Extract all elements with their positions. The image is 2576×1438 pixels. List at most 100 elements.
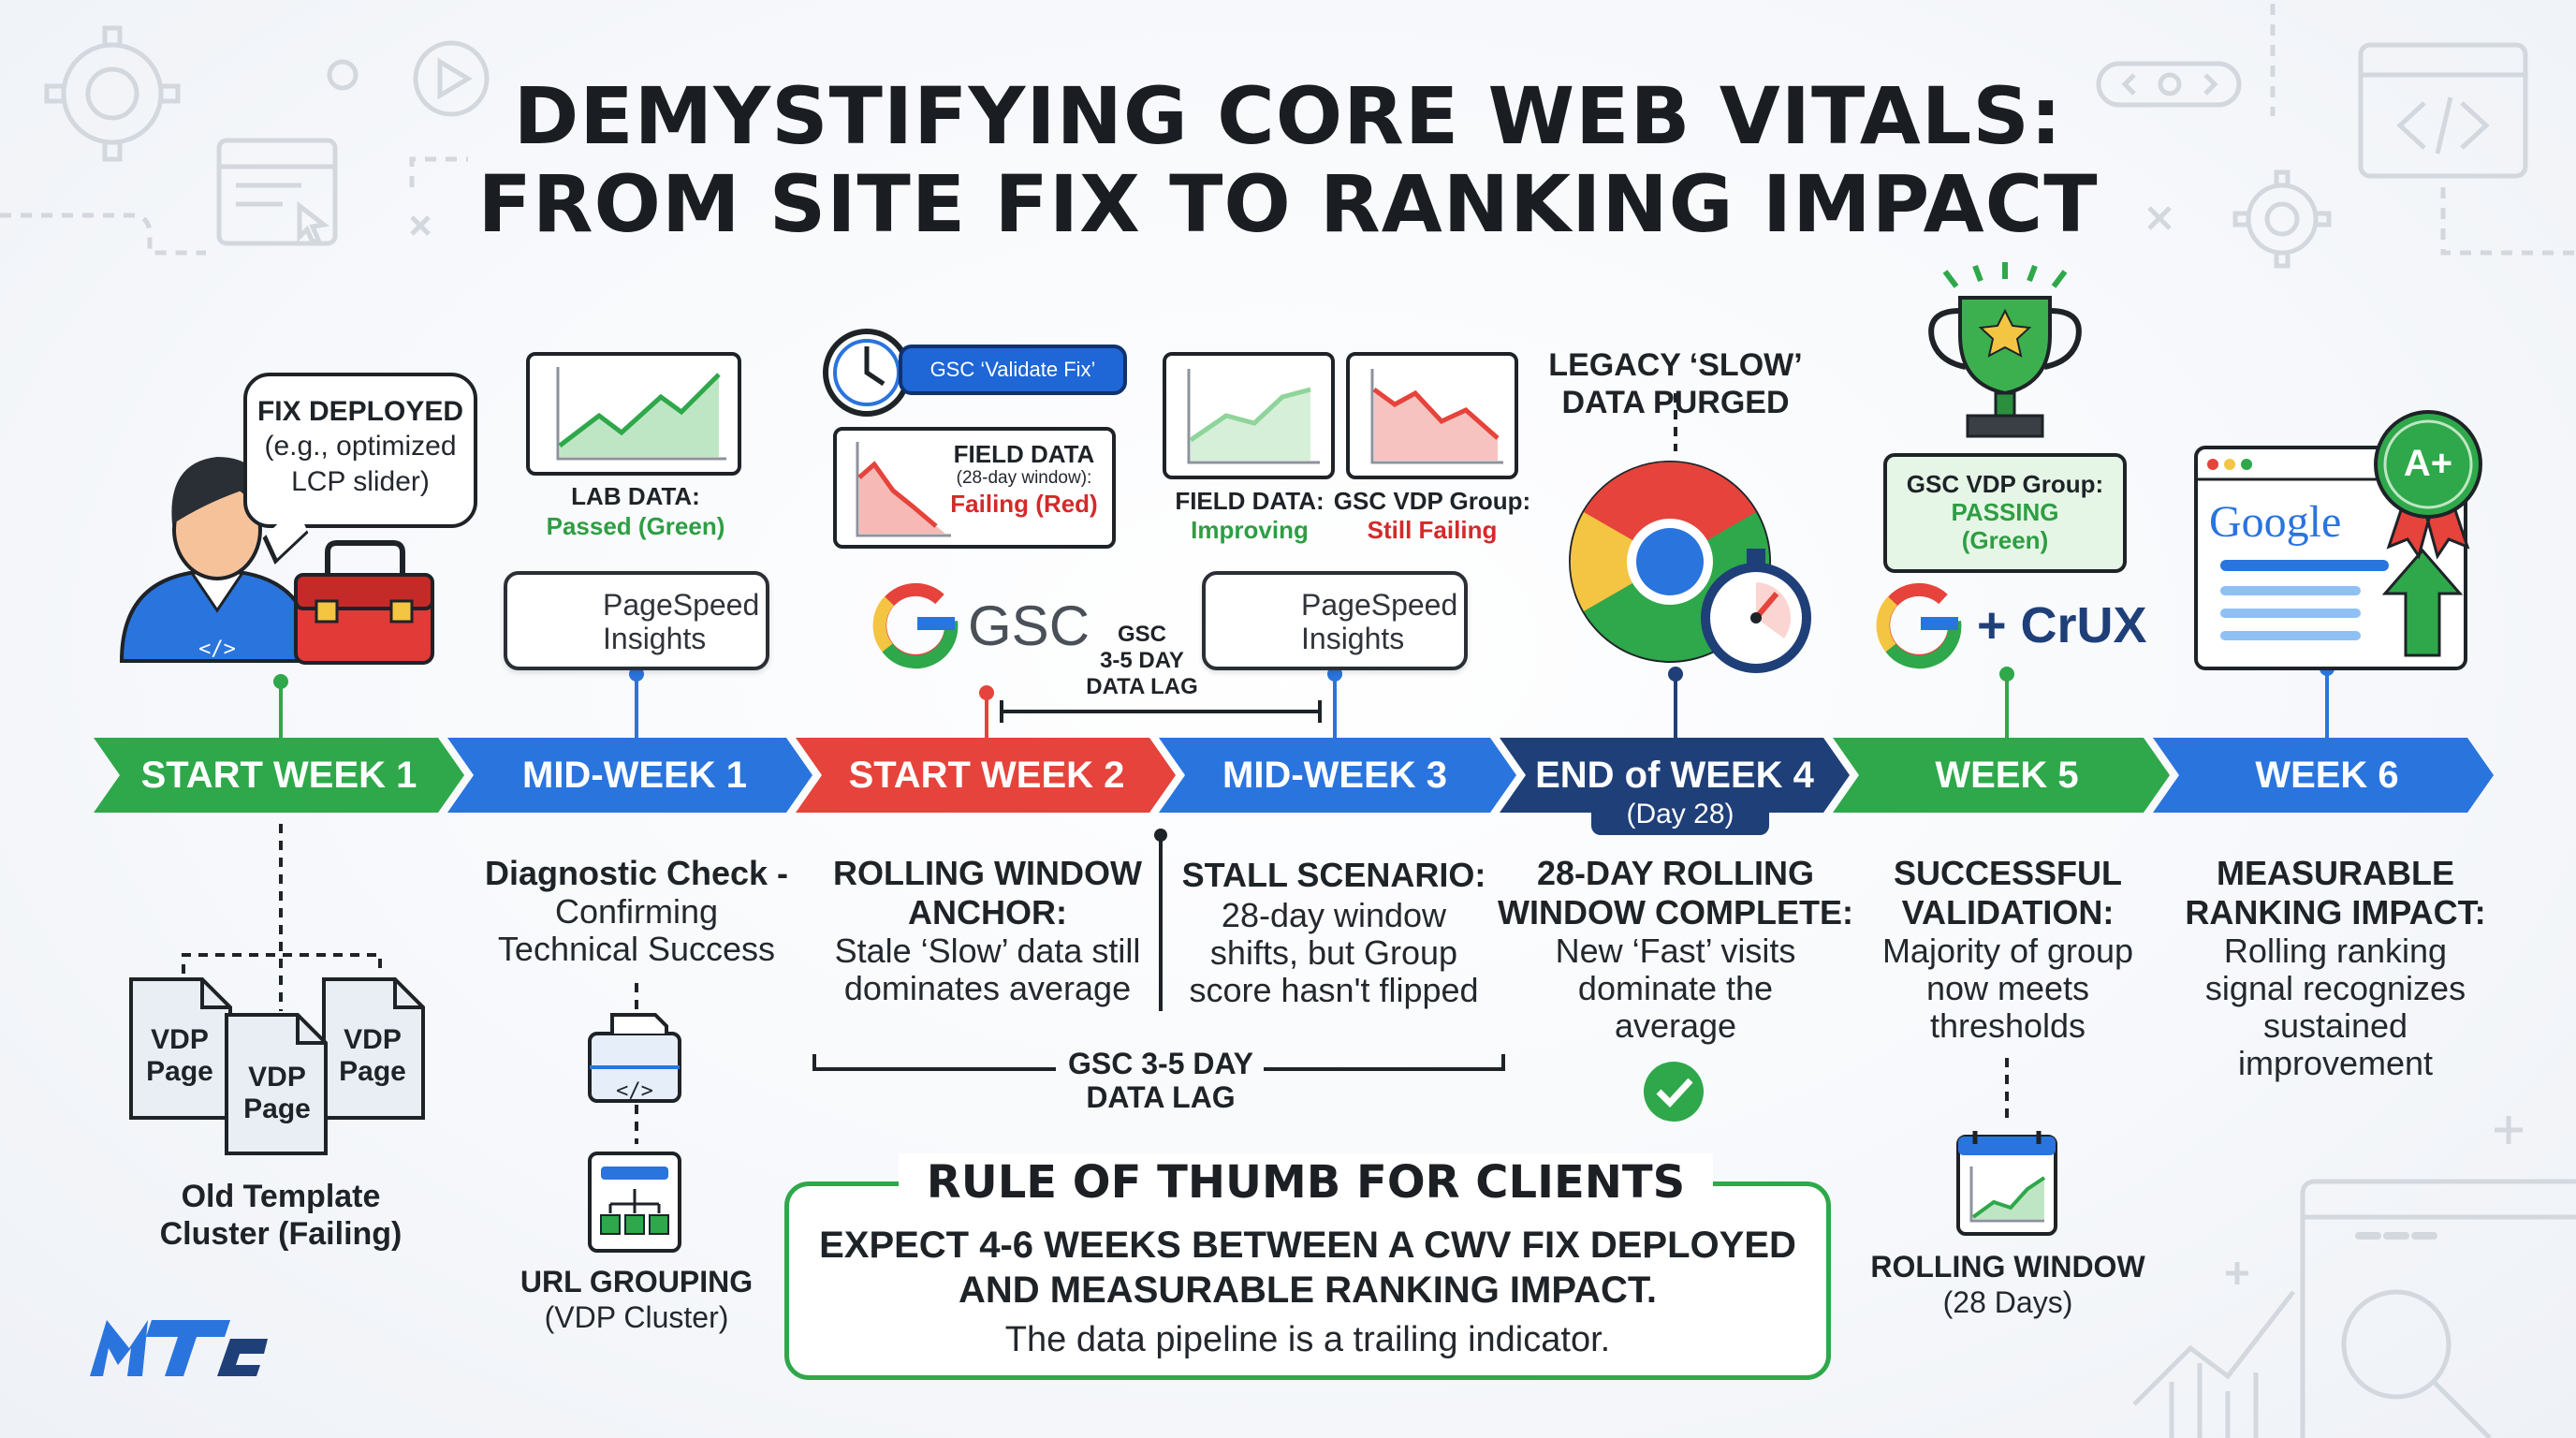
description-line: thresholds xyxy=(1929,1006,2086,1045)
description-week-6: MEASURABLE RANKING IMPACT: Rolling ranki… xyxy=(2172,854,2499,1082)
field-improving-status: Improving xyxy=(1191,516,1309,544)
description-mid-week-1: Diagnostic Check - Confirming Technical … xyxy=(468,854,805,968)
vdp-failing-label: GSC VDP Group: xyxy=(1333,487,1531,515)
pagespeed-label: Insights xyxy=(1301,622,1405,655)
google-wordmark: Google xyxy=(2209,497,2342,547)
vdp-failing-status: Still Failing xyxy=(1367,516,1498,544)
chevron-end-week-4 xyxy=(1500,738,1850,813)
close-icon xyxy=(410,215,431,236)
description-line: 28-day window xyxy=(1221,896,1447,934)
data-lag-label: DATA LAG xyxy=(1086,674,1198,699)
gear-icon xyxy=(2232,169,2332,269)
pagespeed-insights-card: PageSpeed Insights xyxy=(1202,571,1468,670)
chevron-week-5 xyxy=(1833,738,2170,813)
code-file-icon: </> xyxy=(588,1013,681,1103)
clock-icon xyxy=(823,329,911,417)
rule-line: EXPECT 4-6 WEEKS BETWEEN A CWV FIX DEPLO… xyxy=(819,1225,1796,1266)
vdp-page-label: Page xyxy=(339,1056,406,1087)
rule-footnote: The data pipeline is a trailing indicato… xyxy=(1004,1320,1611,1359)
google-g-icon xyxy=(1876,582,1962,669)
lab-data-label: LAB DATA: xyxy=(571,482,700,510)
pagespeed-label: Insights xyxy=(603,622,707,655)
description-title: MEASURABLE xyxy=(2216,854,2454,892)
pagespeed-insights-card: PageSpeed Insights xyxy=(504,571,769,670)
page-title: DEMYSTIFYING CORE WEB VITALS: xyxy=(513,70,2063,162)
grade-badge-icon xyxy=(2374,410,2482,560)
grade-label: A+ xyxy=(2403,443,2453,484)
data-lag-bottom-label: GSC 3-5 DAY xyxy=(1068,1047,1253,1080)
chevron-mid-week-3 xyxy=(1159,738,1516,813)
description-line: Majority of group xyxy=(1881,932,2134,970)
url-grouping-sub: (VDP Cluster) xyxy=(544,1300,729,1334)
brand-logo xyxy=(90,1320,268,1376)
play-icon xyxy=(413,40,490,117)
stopwatch-icon xyxy=(1701,549,1811,673)
data-lag-label: 3-5 DAY xyxy=(1100,648,1184,673)
vdp-passing-status: PASSING xyxy=(1951,498,2059,526)
field-improving-label: FIELD DATA: xyxy=(1175,487,1325,515)
cluster-status: Cluster (Failing) xyxy=(159,1216,402,1252)
rule-line: AND MEASURABLE RANKING IMPACT. xyxy=(959,1269,1657,1311)
toolbox-icon xyxy=(294,540,434,665)
vdp-page-label: VDP xyxy=(151,1024,209,1055)
description-line: sustained xyxy=(2262,1006,2408,1045)
description-mid-week-3: STALL SCENARIO: 28-day window shifts, bu… xyxy=(1170,854,1498,1009)
data-lag-bottom-label: DATA LAG xyxy=(1086,1080,1236,1114)
vdp-page-label: VDP xyxy=(248,1062,306,1093)
trophy-icon xyxy=(1928,262,2082,438)
field-data-improving-chart-icon xyxy=(1163,352,1335,479)
url-grouping-icon xyxy=(588,1152,681,1253)
vdp-failing-chart-icon xyxy=(1346,352,1518,479)
description-title: RANKING IMPACT: xyxy=(2185,893,2486,932)
chevron-start-week-2 xyxy=(796,738,1176,813)
description-line: score hasn't flipped xyxy=(1189,971,1479,1009)
url-grouping-label: URL GROUPING xyxy=(520,1265,754,1299)
description-start-week-2: ROLLING WINDOW ANCHOR: Stale ‘Slow’ data… xyxy=(814,854,1161,1007)
chevron-mid-week-1 xyxy=(447,738,812,813)
legacy-data-label: LEGACY ‘SLOW’ xyxy=(1548,347,1803,383)
description-line: Technical Success xyxy=(497,930,776,968)
description-line: Stale ‘Slow’ data still xyxy=(834,932,1141,970)
stage-mid-week-1: MID-WEEK 1 xyxy=(522,755,747,796)
vdp-passing-status: (Green) xyxy=(1961,526,2049,554)
description-line: shifts, but Group xyxy=(1209,933,1458,972)
cluster-label: Cluster (Failing) xyxy=(131,1215,431,1253)
description-line: now meets xyxy=(1925,969,2090,1007)
vdp-page-stack-icon xyxy=(129,977,425,1155)
svg-text:</>: </> xyxy=(616,1079,653,1103)
rule-of-thumb-title: RULE OF THUMB FOR CLIENTS xyxy=(899,1153,1713,1211)
description-week-5: SUCCESSFUL VALIDATION: Majority of group… xyxy=(1853,854,2162,1045)
description-title: WINDOW COMPLETE: xyxy=(1498,893,1853,932)
description-line: improvement xyxy=(2237,1044,2434,1082)
legacy-data-label: DATA PURGED xyxy=(1561,385,1790,420)
data-lag-label: GSC xyxy=(1117,622,1166,647)
chevron-week-6 xyxy=(2153,738,2494,813)
description-line: dominates average xyxy=(843,969,1132,1007)
stage-mid-week-3: MID-WEEK 3 xyxy=(1222,755,1447,796)
calendar-chart-icon xyxy=(1956,1131,2057,1236)
vdp-page-label: Page xyxy=(146,1056,213,1087)
description-title: VALIDATION: xyxy=(1901,893,2115,932)
svg-text:</>: </> xyxy=(198,638,236,661)
vdp-passing-label: GSC VDP Group: xyxy=(1906,470,2104,498)
vdp-page-label: Page xyxy=(243,1093,311,1124)
timeline-bar xyxy=(94,738,2494,835)
description-title: ROLLING WINDOW xyxy=(833,854,1142,892)
stage-start-week-1: START WEEK 1 xyxy=(140,755,417,796)
description-title: STALL SCENARIO: xyxy=(1181,856,1486,894)
description-line: dominate the xyxy=(1577,969,1774,1007)
fix-deployed-line: LCP slider) xyxy=(291,466,430,497)
description-line: Rolling ranking xyxy=(2223,932,2448,970)
browser-window-icon xyxy=(216,138,338,246)
fix-deployed-line: (e.g., optimized xyxy=(264,431,457,462)
field-data-window: (28-day window): xyxy=(956,468,1092,488)
gsc-label: GSC xyxy=(968,594,1090,657)
check-circle-icon xyxy=(1644,1062,1704,1122)
rule-of-thumb-box: EXPECT 4-6 WEEKS BETWEEN A CWV FIX DEPLO… xyxy=(784,1181,1831,1380)
pagespeed-label: PageSpeed xyxy=(603,588,760,622)
toggle-icon xyxy=(2096,61,2242,108)
chevron-start-week-1 xyxy=(94,738,464,813)
fix-deployed-title: FIX DEPLOYED xyxy=(256,396,464,427)
